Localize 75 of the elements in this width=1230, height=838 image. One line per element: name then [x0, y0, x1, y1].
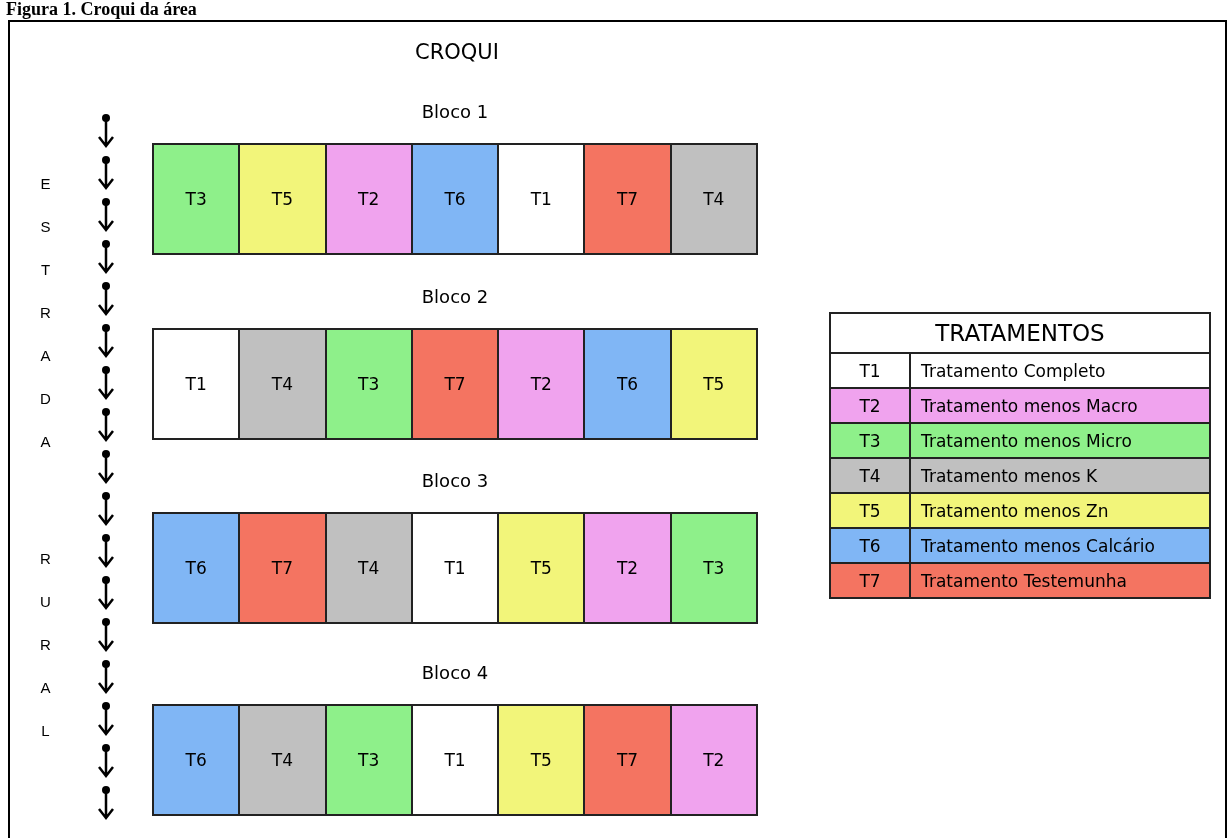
plot-cell: [671, 145, 756, 253]
plot-cell: [585, 514, 672, 622]
plot-label: T5: [703, 374, 725, 394]
plot-label: T6: [444, 189, 466, 209]
legend-swatch: T3: [830, 423, 910, 458]
plot-label: T1: [444, 558, 466, 578]
plot-label: T1: [185, 374, 207, 394]
legend-text: Tratamento Testemunha: [910, 563, 1210, 598]
road-label: ESTRADA: [39, 174, 52, 452]
plot-cell: [585, 706, 672, 814]
block-heading: Bloco 3: [420, 470, 490, 491]
plot-cell: [240, 145, 327, 253]
legend-text: Tratamento menos Calcário: [910, 528, 1210, 563]
plot-label: T6: [616, 374, 639, 394]
plot-label: T7: [616, 189, 639, 209]
plot-label: T2: [358, 189, 380, 209]
plot-cell: [499, 330, 586, 438]
plot-cell: [240, 514, 327, 622]
plot-label: T4: [271, 374, 293, 394]
legend-swatch: T2: [830, 388, 910, 423]
plot-cell: [412, 145, 500, 253]
legend-text: Tratamento menos Micro: [910, 423, 1210, 458]
plot-cell: [671, 514, 756, 622]
plot-cell: [240, 706, 327, 814]
plot-cell: [585, 330, 672, 438]
plot-cell: [326, 145, 413, 253]
plot-cell: [585, 145, 672, 253]
plot-label: T5: [271, 189, 293, 209]
plot-label: T2: [530, 374, 552, 394]
plot-cell: [671, 706, 756, 814]
plot-label: T4: [271, 750, 293, 770]
road-label: RURAL: [39, 549, 52, 741]
plot-label: T3: [358, 374, 380, 394]
plot-label: T2: [616, 558, 639, 578]
plot-label: T7: [444, 374, 466, 394]
plot-cell: [326, 330, 413, 438]
plot-cell: [499, 706, 586, 814]
plot-cell: [499, 514, 586, 622]
block-heading: Bloco 2: [420, 286, 490, 307]
plot-label: T5: [530, 750, 552, 770]
plot-cell: [671, 330, 756, 438]
legend-text: Tratamento menos K: [910, 458, 1210, 493]
plot-label: T7: [271, 558, 293, 578]
plot-cell: [154, 706, 241, 814]
plot-label: T1: [444, 750, 466, 770]
block-heading: Bloco 4: [420, 662, 490, 683]
plot-label: T7: [616, 750, 639, 770]
legend-swatch: T7: [830, 563, 910, 598]
plot-cell: [154, 145, 241, 253]
legend-swatch: T6: [830, 528, 910, 563]
block-heading: Bloco 1: [420, 101, 490, 122]
plot-cell: [412, 330, 500, 438]
plot-label: T6: [185, 558, 207, 578]
plot-label: T3: [703, 558, 725, 578]
sketch-heading: CROQUI: [415, 40, 499, 64]
plot-cell: [240, 330, 327, 438]
legend-swatch: T4: [830, 458, 910, 493]
legend-text: Tratamento menos Macro: [910, 388, 1210, 423]
table-header: TRATAMENTOS: [830, 313, 1210, 353]
legend-text: Tratamento Completo: [910, 353, 1210, 388]
legend-swatch: T5: [830, 493, 910, 528]
legend-swatch: T1: [830, 353, 910, 388]
plot-label: T2: [703, 750, 725, 770]
figure-title: Figura 1. Croqui da área: [6, 0, 197, 20]
plot-cell: [326, 706, 413, 814]
plot-label: T4: [703, 189, 725, 209]
legend-text: Tratamento menos Zn: [910, 493, 1210, 528]
plot-label: T6: [185, 750, 207, 770]
plot-cell: [154, 514, 241, 622]
plot-label: T3: [358, 750, 380, 770]
plot-label: T3: [185, 189, 207, 209]
plot-label: T5: [530, 558, 552, 578]
plot-label: T1: [530, 189, 552, 209]
plot-cell: [326, 514, 413, 622]
plot-label: T4: [358, 558, 380, 578]
